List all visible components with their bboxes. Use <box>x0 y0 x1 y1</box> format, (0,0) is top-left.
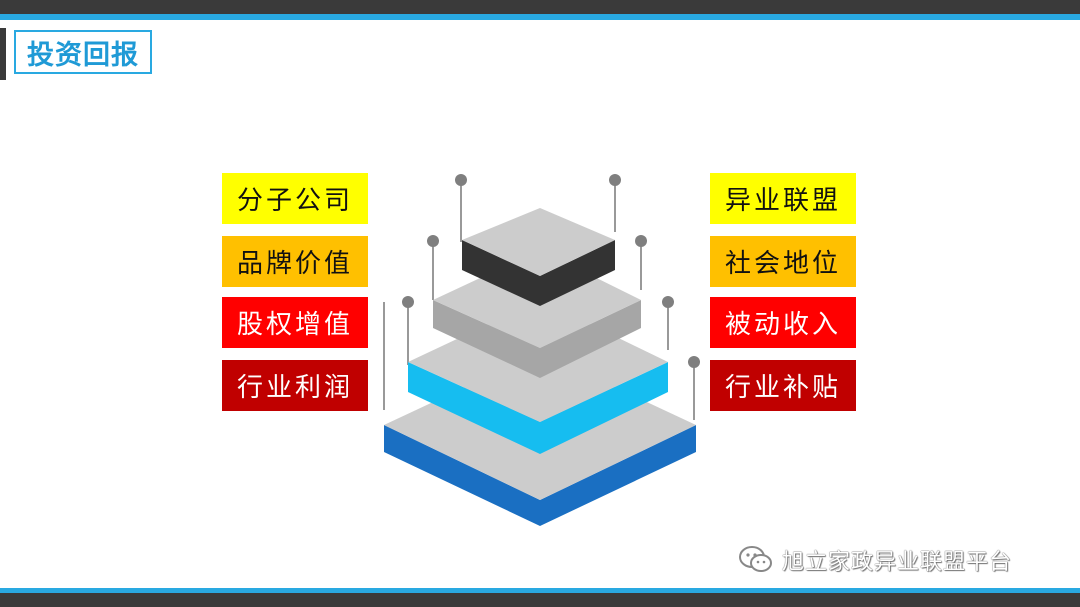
page-title: 投资回报 <box>27 39 139 71</box>
connector-dot <box>609 174 621 186</box>
left-label-3: 股权增值 <box>222 297 368 348</box>
connector-dot <box>427 235 439 247</box>
title-accent-block <box>0 28 6 80</box>
right-label-2: 社会地位 <box>710 236 856 287</box>
connector-dot <box>688 356 700 368</box>
right-label-3: 被动收入 <box>710 297 856 348</box>
bottom-dark-bar <box>0 593 1080 607</box>
connector-dot <box>402 296 414 308</box>
top-dark-bar <box>0 0 1080 14</box>
left-label-4: 行业利润 <box>222 360 368 411</box>
right-label-4: 行业补贴 <box>710 360 856 411</box>
connector-dot <box>635 235 647 247</box>
connector-dot <box>455 174 467 186</box>
watermark: 旭立家政异业联盟平台 <box>738 540 1012 580</box>
right-label-1: 异业联盟 <box>710 173 856 224</box>
tier-1 <box>462 208 615 306</box>
connector-dot <box>662 296 674 308</box>
top-accent-bar <box>0 14 1080 20</box>
left-label-1: 分子公司 <box>222 173 368 224</box>
wechat-icon <box>739 546 772 572</box>
watermark-text: 旭立家政异业联盟平台 <box>782 550 1013 575</box>
left-label-2: 品牌价值 <box>222 236 368 287</box>
title-box: 投资回报 <box>14 30 152 74</box>
bottom-accent-bar <box>0 588 1080 593</box>
